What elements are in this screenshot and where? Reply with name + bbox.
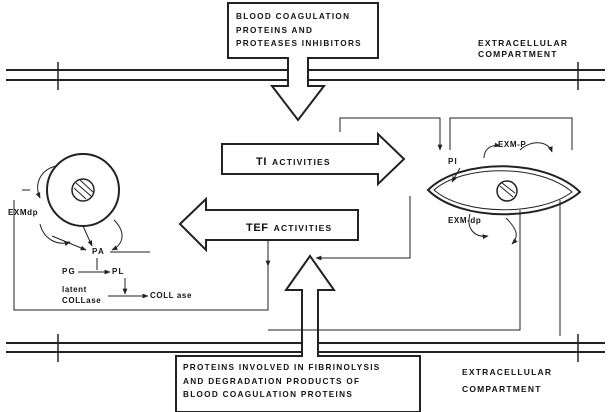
top-box-label: BLOOD COAGULATION PROTEINS AND PROTEASES… xyxy=(236,10,362,51)
pi-label: PI xyxy=(448,157,458,167)
pg-label: PG xyxy=(62,267,76,277)
bottom-box-line-1: PROTEINS INVOLVED IN FIBRINOLYSIS xyxy=(183,361,381,375)
tef-abbr: TEF xyxy=(246,222,269,234)
bottom-box-label: PROTEINS INVOLVED IN FIBRINOLYSIS AND DE… xyxy=(183,361,381,402)
right-cell xyxy=(428,166,580,214)
exm-p-label: EXM-P xyxy=(498,140,526,150)
active-collase-label: COLL ase xyxy=(150,291,192,301)
left-cell xyxy=(47,154,119,226)
pa-label: PA xyxy=(92,247,105,257)
extracellular-bottom-line-1: EXTRACELLULAR xyxy=(462,364,552,381)
extracellular-top-line-1: EXTRACELLULAR xyxy=(478,38,568,49)
extracellular-label-bottom: EXTRACELLULAR COMPARTMENT xyxy=(462,364,552,398)
top-box-line-2: PROTEINS AND xyxy=(236,24,362,38)
extracellular-label-top: EXTRACELLULAR COMPARTMENT xyxy=(478,38,568,59)
tef-rest: ACTIVITIES xyxy=(274,223,333,233)
extracellular-bottom-line-2: COMPARTMENT xyxy=(462,381,552,398)
latent-collase-label: COLLase xyxy=(62,296,101,306)
pl-label: PL xyxy=(112,267,125,277)
bottom-box-line-2: AND DEGRADATION PRODUCTS OF xyxy=(183,375,381,389)
top-box-line-3: PROTEASES INHIBITORS xyxy=(236,37,362,51)
tef-activities-label: TEF ACTIVITIES xyxy=(246,218,332,236)
ti-abbr: TI xyxy=(256,156,267,168)
bottom-box-line-3: BLOOD COAGULATION PROTEINS xyxy=(183,388,381,402)
left-exmdp-label: EXMdp xyxy=(8,208,38,218)
extracellular-top-line-2: COMPARTMENT xyxy=(478,49,568,60)
ti-activities-label: TI ACTIVITIES xyxy=(256,152,331,170)
top-box-line-1: BLOOD COAGULATION xyxy=(236,10,362,24)
exm-dp-label: EXM-dp xyxy=(448,216,481,226)
latent-label: latent xyxy=(62,285,87,295)
ti-rest: ACTIVITIES xyxy=(272,157,331,167)
